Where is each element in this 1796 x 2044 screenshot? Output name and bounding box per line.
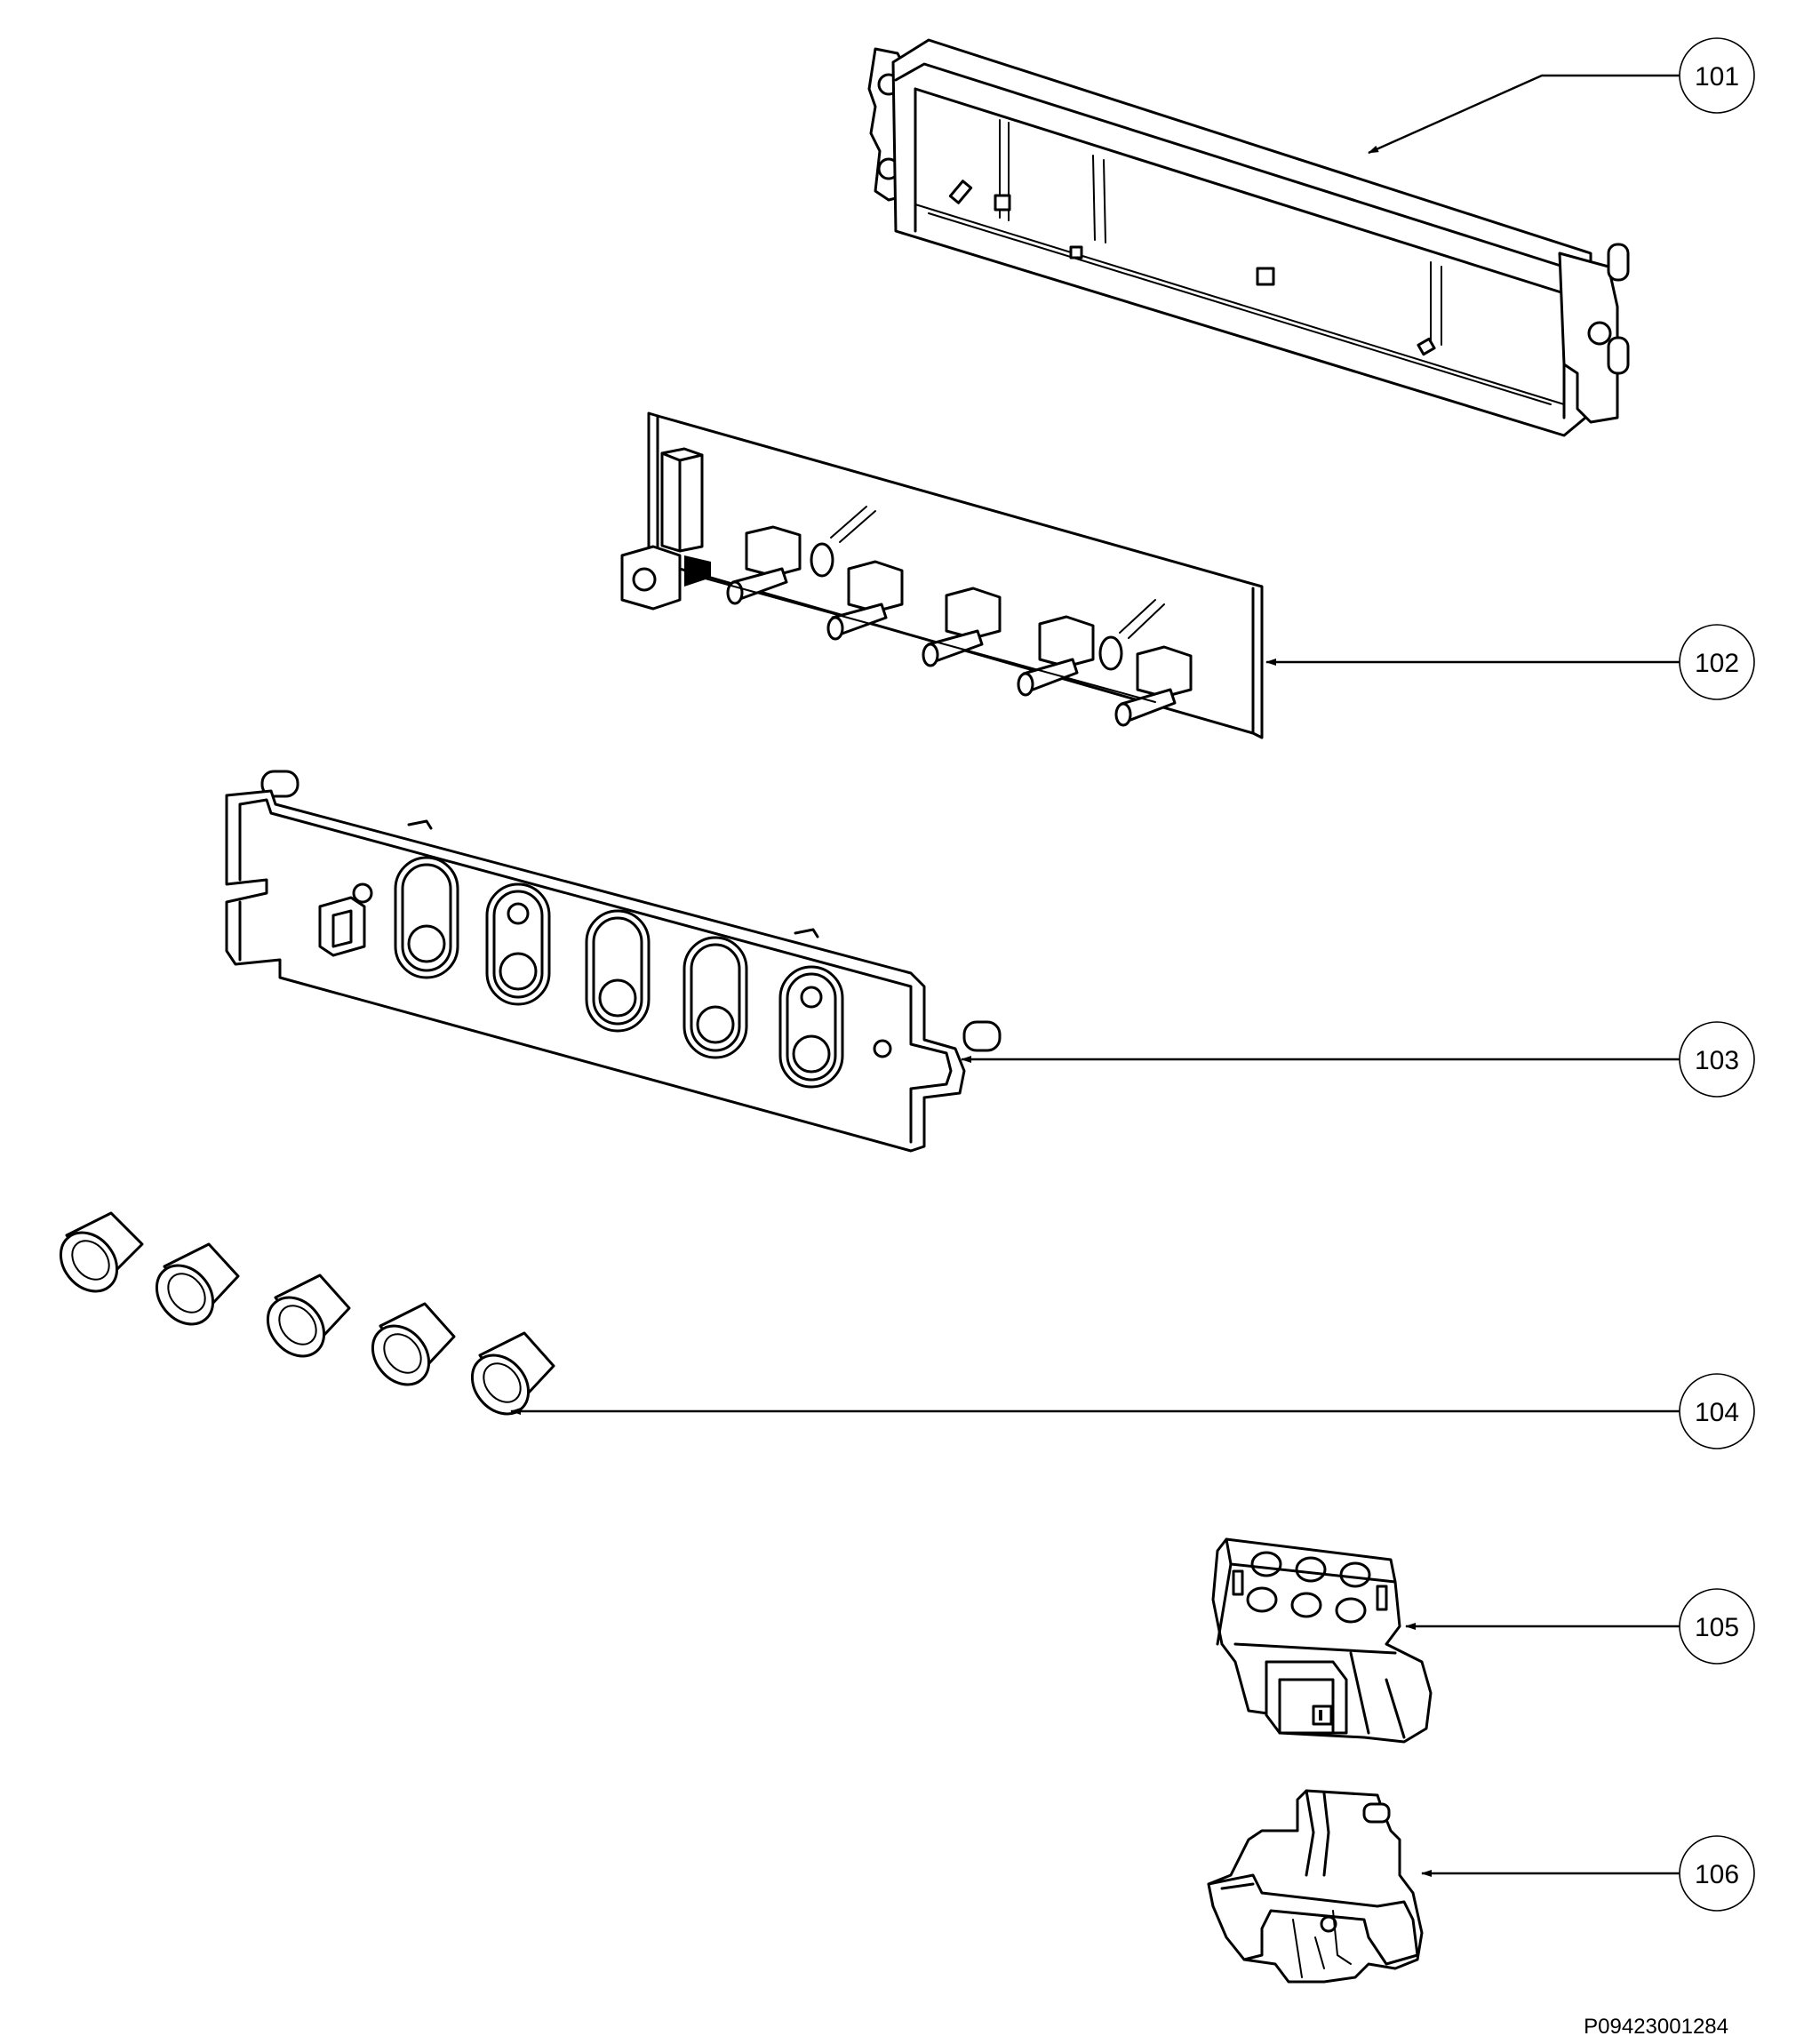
panel-slot-3 <box>585 909 651 1033</box>
callout-104: 104 <box>1679 1373 1755 1449</box>
callout-102: 102 <box>1679 624 1755 700</box>
panel-slot-5 <box>778 965 844 1089</box>
leader-101 <box>1368 74 1680 155</box>
callout-101: 101 <box>1679 37 1755 114</box>
pcb-led-1 <box>810 506 876 578</box>
part-106-connector-housing <box>1207 1789 1424 1984</box>
callout-label: 105 <box>1695 1613 1739 1642</box>
panel-slot-2 <box>485 882 551 1006</box>
button-cap-3 <box>266 1274 351 1358</box>
drawing-code: P09423001284 <box>1584 2015 1728 2039</box>
part-105-connector <box>1211 1537 1433 1744</box>
pcb-led-2 <box>1098 599 1165 671</box>
callout-103: 103 <box>1679 1021 1755 1098</box>
part-102-circuit-board <box>620 411 1264 739</box>
callout-label: 106 <box>1695 1860 1739 1889</box>
callout-label: 101 <box>1695 62 1739 92</box>
leader-lines <box>510 74 1680 1877</box>
callout-label: 104 <box>1695 1398 1739 1427</box>
part-104-push-buttons <box>59 1211 555 1416</box>
button-cap-1 <box>59 1211 144 1293</box>
callout-105: 105 <box>1679 1588 1755 1665</box>
button-cap-4 <box>371 1302 456 1386</box>
button-cap-5 <box>470 1331 555 1416</box>
panel-slot-1 <box>394 856 459 979</box>
callout-label: 103 <box>1695 1046 1739 1075</box>
callout-106: 106 <box>1679 1835 1755 1912</box>
pcb-button-2 <box>826 560 904 641</box>
pcb-button-1 <box>726 525 802 605</box>
panel-slot-4 <box>682 936 748 1059</box>
pcb-button-5 <box>1114 645 1193 727</box>
button-cap-2 <box>155 1242 240 1326</box>
callout-label: 102 <box>1695 649 1739 678</box>
pcb-button-4 <box>1017 615 1095 697</box>
part-103-front-panel <box>225 770 1002 1153</box>
part-101-housing <box>867 38 1630 437</box>
